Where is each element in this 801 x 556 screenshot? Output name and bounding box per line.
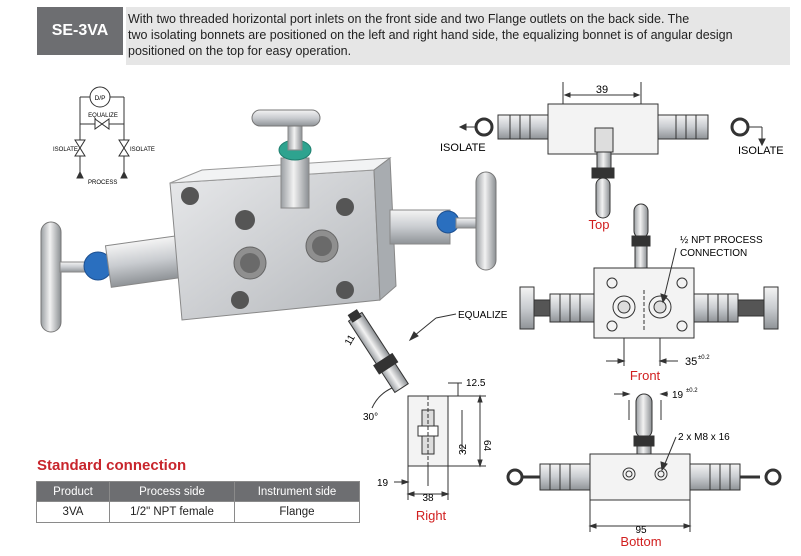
bottom-view-drawing xyxy=(506,391,782,532)
top-view-isolate-left: ISOLATE xyxy=(440,142,486,154)
bottom-view-dim-95: 95 xyxy=(635,525,647,536)
right-view-dim-11: 11 xyxy=(343,333,358,348)
bottom-view-dim-19-tolerance: ±0.2 xyxy=(686,388,698,394)
column-header-product: Product xyxy=(36,481,110,502)
description-line: With two threaded horizontal port inlets… xyxy=(128,12,690,26)
right-view-dim-12-5: 12.5 xyxy=(466,378,486,389)
right-view-drawing xyxy=(347,309,486,500)
bottom-view-caption: Bottom xyxy=(620,534,661,549)
description-line: two isolating bonnets are positioned on … xyxy=(128,28,733,42)
valve-schematic xyxy=(74,86,130,179)
manifold-photo xyxy=(40,109,497,333)
top-view-isolate-right: ISOLATE xyxy=(738,145,784,157)
front-view-dim-35: 35 xyxy=(685,356,697,368)
schematic-dp-label: D/P xyxy=(95,95,106,102)
right-view-caption: Right xyxy=(416,508,447,523)
cell-process-side: 1/2" NPT female xyxy=(109,501,235,523)
right-view-dim-64: 64 xyxy=(481,440,492,452)
front-view-npt-label-2: CONNECTION xyxy=(680,248,747,259)
top-view-caption: Top xyxy=(589,217,610,232)
bottom-view-thread-label: 2 x M8 x 16 xyxy=(678,432,730,443)
schematic-isolate-left-label: ISOLATE xyxy=(53,147,78,153)
cell-product: 3VA xyxy=(36,501,110,523)
standard-connection-table: Product Process side Instrument side 3VA… xyxy=(36,481,360,523)
column-header-instrument-side: Instrument side xyxy=(234,481,360,502)
right-view-dim-32: 32 xyxy=(458,443,469,455)
front-view-npt-label-1: ½ NPT PROCESS xyxy=(680,235,763,246)
model-badge: SE-3VA xyxy=(37,7,123,55)
bottom-view-dim-19: 19 xyxy=(672,390,684,401)
right-view-dim-19: 19 xyxy=(377,478,389,489)
description-line: positioned on the top for easy operation… xyxy=(128,44,352,58)
column-header-process-side: Process side xyxy=(109,481,235,502)
front-view-drawing xyxy=(519,203,779,366)
front-view-caption: Front xyxy=(630,368,661,383)
description: With two threaded horizontal port inlets… xyxy=(126,7,790,65)
right-view-equalize-label: EQUALIZE xyxy=(458,310,508,321)
schematic-process-label: PROCESS xyxy=(88,180,117,186)
schematic-equalize-label: EQUALIZE xyxy=(88,113,118,119)
schematic-isolate-right-label: ISOLATE xyxy=(130,147,155,153)
front-view-dim-35-tolerance: ±0.2 xyxy=(698,355,710,361)
right-view-dim-38: 38 xyxy=(422,493,434,504)
top-view-drawing xyxy=(458,82,766,219)
top-view-dim-39: 39 xyxy=(596,84,608,96)
table-row: 3VA 1/2" NPT female Flange xyxy=(36,501,360,523)
standard-connection-title: Standard connection xyxy=(37,457,187,474)
cell-instrument-side: Flange xyxy=(234,501,360,523)
right-view-angle: 30° xyxy=(363,412,378,423)
table-header-row: Product Process side Instrument side xyxy=(36,481,360,502)
